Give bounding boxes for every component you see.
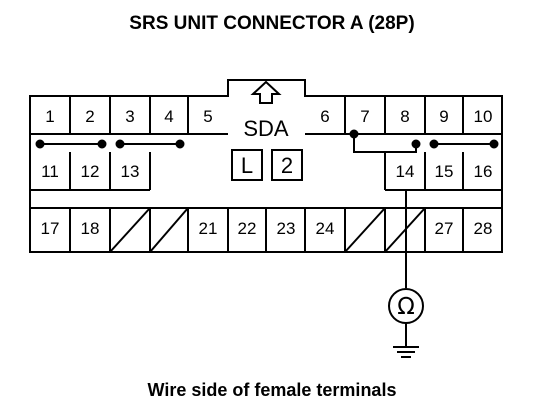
terminal-1: 1 — [45, 107, 54, 126]
terminal-2: 2 — [85, 107, 94, 126]
terminal-3: 3 — [125, 107, 134, 126]
box-l — [231, 149, 263, 181]
connector-label: SDA — [243, 116, 289, 141]
terminal-10: 10 — [474, 107, 493, 126]
terminal-24: 24 — [316, 219, 335, 238]
terminal-18: 18 — [81, 219, 100, 238]
ohm-symbol: Ω — [397, 294, 415, 320]
up-arrow-icon — [250, 80, 282, 104]
terminal-17: 17 — [41, 219, 60, 238]
terminal-21: 21 — [199, 219, 218, 238]
terminal-5: 5 — [203, 107, 212, 126]
terminal-28: 28 — [474, 219, 493, 238]
diagram-caption: Wire side of female terminals — [147, 380, 397, 400]
terminal-14: 14 — [396, 162, 415, 181]
empty-cavity-20 — [149, 207, 189, 253]
row-3-terminals: 17 18 21 22 23 24 27 28 — [41, 219, 493, 238]
terminal-22: 22 — [238, 219, 257, 238]
empty-cavity-25 — [344, 207, 386, 253]
terminal-23: 23 — [277, 219, 296, 238]
terminal-16: 16 — [474, 162, 493, 181]
row-2-terminals: 11 12 13 14 15 16 — [41, 162, 492, 181]
terminal-15: 15 — [435, 162, 454, 181]
terminal-9: 9 — [439, 107, 448, 126]
terminal-7: 7 — [360, 107, 369, 126]
terminal-8: 8 — [400, 107, 409, 126]
terminal-13: 13 — [121, 162, 140, 181]
diagram-title: SRS UNIT CONNECTOR A (28P) — [129, 13, 415, 34]
terminal-12: 12 — [81, 162, 100, 181]
terminal-6: 6 — [320, 107, 329, 126]
row-1-terminals: 1 2 3 4 5 6 7 8 9 10 — [45, 107, 492, 126]
terminal-4: 4 — [164, 107, 173, 126]
terminal-11: 11 — [41, 162, 59, 181]
terminal-27: 27 — [435, 219, 454, 238]
empty-cavity-19 — [109, 207, 151, 253]
box-l-label: L — [241, 153, 253, 178]
box-2 — [271, 149, 303, 181]
box-2-label: 2 — [281, 153, 293, 178]
